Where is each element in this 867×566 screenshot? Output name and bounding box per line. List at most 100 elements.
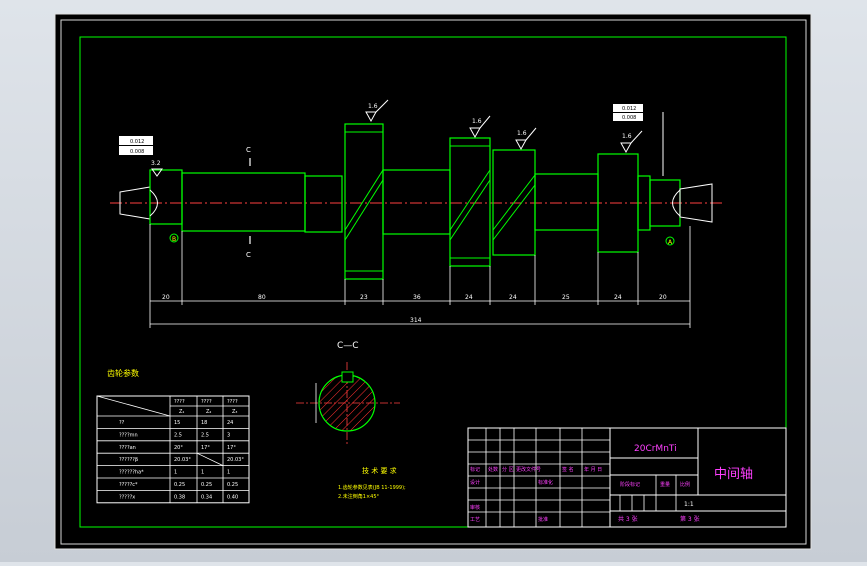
- title-block-cell: 设计: [470, 479, 480, 486]
- svg-text:B: B: [172, 236, 176, 243]
- gear-param-table: 齿轮参数 ???????????? Z₁ Z₂ Z₃?? 15 18 24 ????mn 2.5…: [96, 368, 250, 504]
- title-block-cell: 工艺: [470, 517, 480, 523]
- section-view-cc: C—C: [296, 341, 400, 446]
- table-cell: 20.03°: [227, 457, 244, 463]
- dim-24-a: 24: [465, 294, 473, 301]
- table-cell: 0.25: [201, 482, 212, 488]
- svg-text:0.008: 0.008: [130, 149, 144, 155]
- scale-label: 比例: [680, 481, 690, 488]
- table-cell: 18: [201, 420, 207, 426]
- title-block-cell: 标准化: [538, 479, 553, 486]
- table-group-head: ????: [201, 399, 212, 405]
- table-col-head: Z₂: [206, 409, 211, 415]
- title-block-cell: 审核: [470, 504, 480, 511]
- dimension-chain: [149, 224, 691, 328]
- table-row-label: ??: [119, 420, 125, 426]
- right-center-hole: [672, 189, 681, 217]
- table-cell: 17°: [201, 445, 210, 451]
- drawing-title: 中间轴: [714, 467, 753, 482]
- svg-text:1.6: 1.6: [622, 133, 632, 140]
- table-group-head: ????: [227, 399, 238, 405]
- sheet-count-left: 共 3 张: [618, 515, 638, 523]
- gear-params-title: 齿轮参数: [107, 368, 139, 378]
- table-cell: 2.5: [201, 432, 209, 438]
- dim-24-b: 24: [509, 294, 517, 301]
- title-block-cell: 处数: [488, 466, 498, 473]
- table-cell: 15: [174, 420, 180, 426]
- roughness-symbol-1: 1.6: [365, 99, 389, 123]
- table-cell: 0.40: [227, 494, 238, 500]
- section-view-title: C—C: [337, 341, 359, 351]
- table-row-label: ?????x: [119, 494, 135, 500]
- svg-text:1.6: 1.6: [368, 103, 378, 110]
- table-col-head: Z₃: [232, 409, 237, 415]
- dim-20-right: 20: [659, 294, 667, 301]
- datum-b-marker: B: [169, 233, 179, 243]
- table-cell: 1: [227, 470, 230, 476]
- table-row-label: ????an: [119, 445, 136, 451]
- svg-text:1.6: 1.6: [472, 118, 482, 125]
- table-group-head: ????: [174, 399, 185, 405]
- section-shaft-circle: [318, 374, 376, 432]
- keyway: [341, 371, 354, 383]
- table-col-head: Z₁: [179, 409, 184, 415]
- table-row-label: ????mn: [119, 432, 138, 438]
- dim-80: 80: [258, 294, 266, 301]
- datum-a-marker: A: [665, 236, 675, 246]
- title-block-cell: 标记: [470, 466, 480, 473]
- section-mark-top: C: [246, 146, 251, 154]
- dim-overall: 314: [410, 317, 422, 324]
- table-row-label: ?????c*: [119, 482, 138, 488]
- svg-text:0.008: 0.008: [622, 115, 636, 121]
- material-label: 20CrMnTi: [634, 444, 677, 454]
- tech-req-line-1: 1.齿轮参数见表(JB 11-1999);: [338, 484, 406, 491]
- title-block-cell: 分 区: [502, 466, 514, 473]
- tech-requirements: 技 术 要 求 1.齿轮参数见表(JB 11-1999); 2.未注倒角1×45…: [338, 466, 406, 500]
- gear-2-body: [449, 137, 491, 267]
- dim-36: 36: [413, 294, 421, 301]
- tolerance-frame-left: 0.012 0.008: [119, 136, 153, 155]
- table-cell: 0.38: [174, 494, 185, 500]
- stage-label: 阶段标记: [620, 481, 640, 488]
- bearing-seat-left: [304, 175, 343, 233]
- title-block-cell: 批准: [538, 516, 548, 523]
- title-block-cell: 年 月 日: [584, 466, 602, 473]
- section-mark-bottom: C: [246, 251, 251, 259]
- table-cell: 0.25: [174, 482, 185, 488]
- svg-text:0.012: 0.012: [130, 139, 144, 145]
- table-cell: 17°: [227, 445, 236, 451]
- table-cell: 24: [227, 420, 233, 426]
- table-cell: 1: [201, 470, 204, 476]
- outer-border: [60, 19, 807, 545]
- dim-23: 23: [360, 294, 368, 301]
- table-cell: 1: [174, 470, 177, 476]
- tech-req-title: 技 术 要 求: [362, 466, 397, 475]
- table-cell: 0.34: [201, 494, 212, 500]
- svg-text:A: A: [668, 239, 673, 246]
- table-cell: 3: [227, 432, 230, 438]
- table-cell: 0.25: [227, 482, 238, 488]
- dim-20-left: 20: [162, 294, 170, 301]
- tolerance-frame-right: 0.012 0.008: [613, 104, 664, 176]
- roughness-symbol-4: 1.6: [620, 130, 643, 154]
- inner-frame: [79, 36, 787, 528]
- tech-req-line-2: 2.未注倒角1×45°: [338, 493, 380, 500]
- dim-24-c: 24: [614, 294, 622, 301]
- roughness-symbol-3: 1.6: [515, 127, 537, 151]
- sheet-count-right: 第 3 张: [680, 515, 700, 523]
- title-block-cell: 更改文件号: [516, 466, 541, 473]
- svg-text:0.012: 0.012: [622, 106, 636, 112]
- table-cell: 20.03°: [174, 457, 191, 463]
- title-block: 标记 处数分 区更改文件号 签 名 年 月 日设计 标准化审核工艺 批准 20CrMnTi…: [467, 427, 787, 528]
- right-center-cone: [679, 183, 713, 223]
- title-block-cell: 签 名: [562, 466, 574, 473]
- roughness-symbol-5: 3.2: [151, 160, 163, 177]
- scale-value: 1:1: [684, 501, 694, 508]
- table-row-label: ??????β: [119, 457, 138, 463]
- left-center-hole: [149, 189, 158, 217]
- table-cell: 20°: [174, 445, 183, 451]
- table-cell: 2.5: [174, 432, 182, 438]
- roughness-symbol-2: 1.6: [469, 115, 491, 139]
